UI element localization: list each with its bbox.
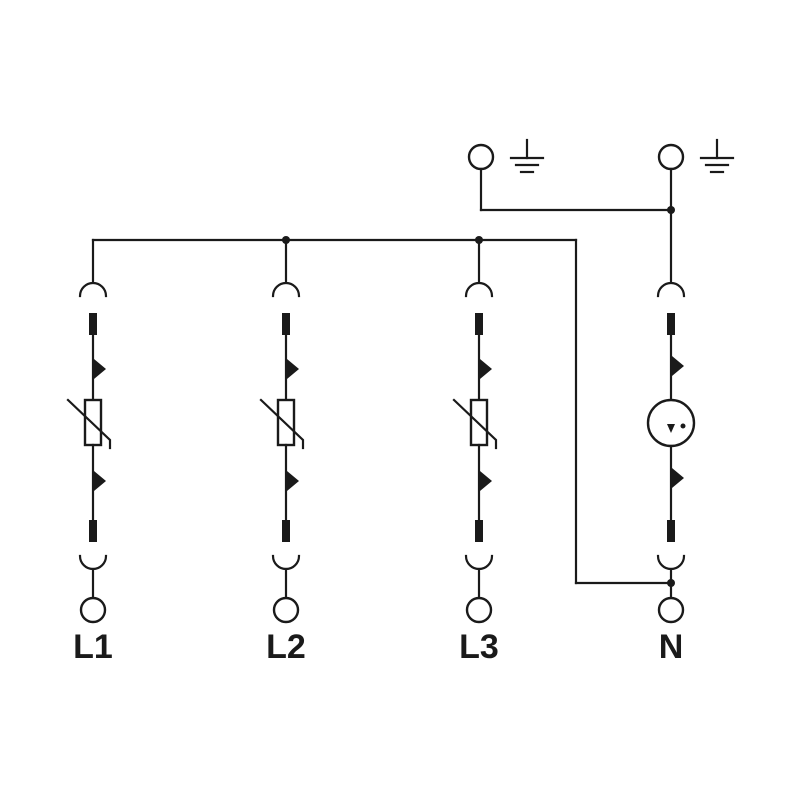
terminal-label-l3: L3 [459,628,499,666]
plug-contact-bottom-icon [464,554,494,571]
arrow-icon [287,471,299,491]
varistor-icon [452,398,498,450]
arrow-icon [480,359,492,379]
arrow-icon [672,356,684,376]
arrow-icon [94,359,106,379]
terminal-n [657,596,685,624]
plug-contact-top-icon [271,281,301,298]
terminal-l1 [79,596,107,624]
varistor-icon [259,398,305,450]
plug-contact-top-icon [656,281,686,298]
branch-l2 [259,238,305,624]
common-bus [91,236,675,587]
arrow-icon [480,471,492,491]
terminal-l3 [465,596,493,624]
ground-symbol-icon [699,138,735,174]
plug-contact-bottom-icon [656,554,686,571]
gas-discharge-tube-icon [646,398,696,448]
plug-contact-top-icon [78,281,108,298]
plug-contact-top-icon [464,281,494,298]
terminal-l2 [272,596,300,624]
arrow-icon [94,471,106,491]
terminal-label-l2: L2 [266,628,306,666]
branch-n [646,281,696,624]
earth-terminal-1 [467,138,545,212]
branch-l3 [452,238,498,624]
earth-terminal-2 [657,138,735,174]
plug-contact-bottom-icon [78,554,108,571]
ground-symbol-icon [509,138,545,174]
terminal-label-n: N [659,628,684,666]
varistor-icon [66,398,112,450]
terminal-label-l1: L1 [73,628,113,666]
branch-l1 [66,238,112,624]
arrow-icon [672,468,684,488]
arrow-icon [287,359,299,379]
plug-contact-bottom-icon [271,554,301,571]
earth-bus [479,167,675,284]
